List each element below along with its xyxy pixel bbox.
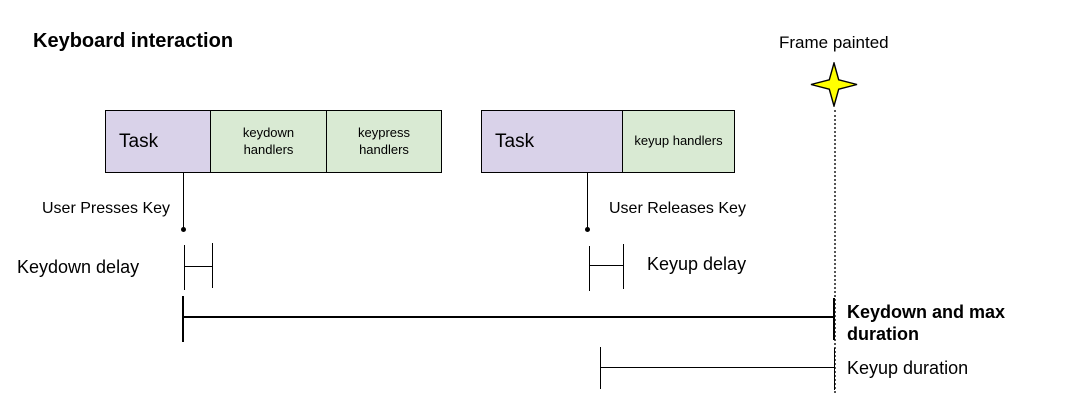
- frame-painted-dotted-line: [834, 110, 836, 393]
- keyup-handlers-segment: keyup handlers: [622, 110, 735, 173]
- duration-line: [600, 367, 834, 368]
- keyup-handlers-label: keyup handlers: [634, 133, 723, 149]
- user-presses-key-label: User Presses Key: [42, 200, 171, 217]
- keydown-max-duration-label: Keydown and max duration: [847, 302, 1006, 344]
- task-segment-label: Task: [495, 130, 535, 152]
- duration-line: [182, 316, 835, 318]
- bracket-crossbar: [184, 266, 212, 267]
- key-press-arrow-dot: [181, 227, 186, 232]
- keydown-delay-label: Keydown delay: [17, 257, 140, 277]
- bracket-crossbar: [589, 265, 623, 266]
- key-press-arrow-line: [183, 173, 184, 228]
- bracket-left-tick: [184, 245, 185, 290]
- bracket-right-tick: [212, 243, 213, 288]
- keypress-handlers-label: keypress handlers: [357, 124, 411, 157]
- user-releases-key-label: User Releases Key: [609, 200, 746, 217]
- frame-painted-star-icon: [810, 62, 858, 107]
- task-segment: Task: [481, 110, 623, 173]
- duration-left-tick: [182, 296, 184, 342]
- frame-painted-label: Frame painted: [779, 33, 889, 52]
- keydown-handlers-label: keydown handlers: [242, 124, 295, 157]
- bracket-left-tick: [589, 246, 590, 291]
- task-bar-keydown: Task keydown handlers keypress handlers: [105, 110, 442, 173]
- keyup-delay-label: Keyup delay: [647, 254, 747, 274]
- keydown-handlers-segment: keydown handlers: [210, 110, 327, 173]
- duration-right-tick: [834, 348, 835, 390]
- task-bar-keyup: Task keyup handlers: [481, 110, 735, 173]
- keypress-handlers-segment: keypress handlers: [326, 110, 442, 173]
- key-release-arrow-line: [587, 173, 588, 228]
- duration-right-tick: [833, 298, 835, 340]
- bracket-right-tick: [623, 244, 624, 289]
- keyup-duration-label: Keyup duration: [847, 358, 969, 378]
- diagram-title: Keyboard interaction: [33, 30, 234, 52]
- key-release-arrow-dot: [585, 227, 590, 232]
- task-segment: Task: [105, 110, 211, 173]
- task-segment-label: Task: [119, 130, 159, 152]
- duration-left-tick: [600, 347, 601, 389]
